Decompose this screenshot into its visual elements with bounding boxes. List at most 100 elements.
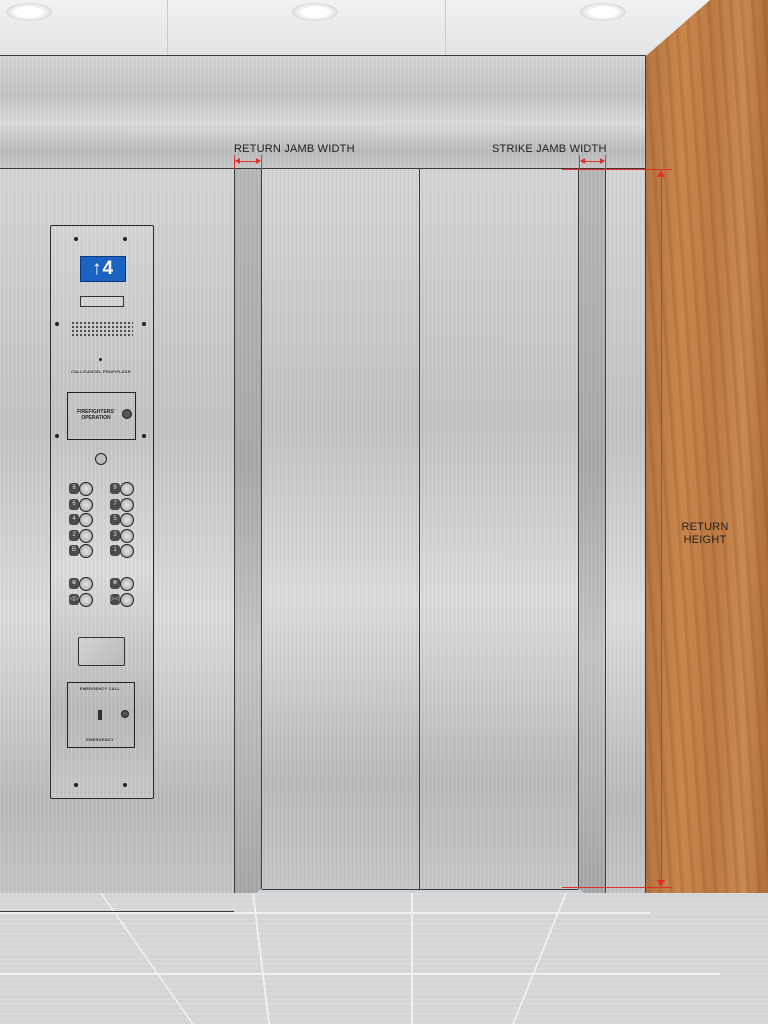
firefighters-label: FIREFIGHTERS' OPERATION bbox=[75, 409, 117, 421]
dimension-tick bbox=[261, 155, 262, 169]
jamb-edge bbox=[261, 169, 262, 889]
dimension-extension bbox=[562, 169, 672, 170]
door-control-button[interactable]: ▷◁ bbox=[110, 592, 136, 607]
push-button-icon bbox=[79, 577, 93, 591]
speaker-grille bbox=[71, 321, 133, 337]
floor-button-label: B bbox=[69, 545, 79, 556]
jamb-edge bbox=[605, 169, 606, 911]
floor-button-label: 8 bbox=[69, 483, 79, 494]
door-control-button[interactable]: ◁▷ bbox=[69, 592, 95, 607]
card-reader[interactable] bbox=[78, 637, 125, 666]
dimension-tick bbox=[579, 155, 580, 169]
door-control-button[interactable]: ⊕ bbox=[69, 577, 95, 591]
jamb-edge bbox=[234, 169, 235, 912]
push-button-icon bbox=[120, 577, 134, 591]
door-control-button-label: ▷◁ bbox=[110, 593, 120, 605]
screw bbox=[142, 434, 146, 438]
floor-button[interactable]: 3 bbox=[110, 528, 136, 543]
screw bbox=[123, 237, 127, 241]
push-button-icon bbox=[120, 528, 134, 543]
return-jamb-width-dimension bbox=[236, 161, 260, 162]
floor-position-display: ↑4 bbox=[80, 256, 126, 282]
door-seam bbox=[419, 169, 420, 889]
screw bbox=[142, 322, 146, 326]
ceiling bbox=[0, 0, 768, 56]
tile-seam bbox=[0, 912, 650, 914]
floor-button[interactable]: 9 bbox=[110, 482, 136, 496]
fire-key-switch[interactable] bbox=[122, 409, 132, 419]
floor-button-label: 1 bbox=[110, 545, 120, 556]
push-button-icon bbox=[79, 528, 93, 543]
floor bbox=[0, 893, 768, 1024]
floor-button[interactable]: 1 bbox=[110, 544, 136, 558]
door-right bbox=[420, 169, 578, 889]
phone-caption: EMERGENCY CALL bbox=[79, 686, 121, 691]
floor-button[interactable]: 6 bbox=[69, 497, 95, 512]
door-control-button[interactable]: ⊗ bbox=[110, 577, 136, 591]
dimension-tick bbox=[605, 155, 606, 169]
strike-jamb-width-dimension bbox=[581, 161, 604, 162]
return-height-label-line1: RETURN bbox=[681, 521, 729, 533]
push-button-icon bbox=[120, 592, 134, 607]
strike-return-wall bbox=[606, 169, 646, 912]
strike-jamb-width-label: STRIKE JAMB WIDTH bbox=[492, 143, 607, 155]
tile-seam bbox=[411, 893, 413, 1024]
floor-button-label: 5 bbox=[110, 514, 120, 525]
push-button-icon bbox=[120, 497, 134, 512]
firefighters-label-line1: FIREFIGHTERS' bbox=[77, 409, 115, 415]
ceiling-edge bbox=[0, 55, 646, 56]
push-button-icon bbox=[79, 497, 93, 512]
floor-button-label: 9 bbox=[110, 483, 120, 494]
wood-side-wall bbox=[646, 0, 768, 1024]
arrow-right-icon bbox=[256, 158, 261, 164]
arrow-up-icon bbox=[657, 170, 665, 177]
screw bbox=[55, 434, 59, 438]
ceiling-light bbox=[6, 3, 52, 21]
return-jamb-width-label: RETURN JAMB WIDTH bbox=[234, 143, 355, 155]
door-edge bbox=[578, 169, 579, 889]
dimension-tick bbox=[234, 155, 235, 169]
firefighters-service-box bbox=[67, 392, 136, 440]
door-control-button-label: ⊕ bbox=[69, 578, 79, 589]
indicator-dot bbox=[99, 358, 102, 361]
call-indicator-icon bbox=[95, 453, 107, 465]
floor-button[interactable]: 4 bbox=[69, 513, 95, 527]
door-control-button-label: ◁▷ bbox=[69, 593, 79, 605]
transom-panel bbox=[0, 56, 646, 168]
screw bbox=[55, 322, 59, 326]
floor-button-label: 3 bbox=[110, 529, 120, 541]
floor-button[interactable]: 2 bbox=[69, 528, 95, 543]
phone-caption-bottom: EMERGENCY bbox=[86, 737, 114, 742]
floor-edge bbox=[0, 911, 234, 912]
ceiling-seam bbox=[167, 0, 168, 56]
emergency-phone-box bbox=[67, 682, 135, 748]
push-button-icon bbox=[120, 482, 134, 496]
floor-button[interactable]: 7 bbox=[110, 497, 136, 512]
push-button-icon bbox=[79, 544, 93, 558]
push-button-icon bbox=[120, 544, 134, 558]
floor-button[interactable]: B bbox=[69, 544, 95, 558]
arrow-down-icon bbox=[657, 880, 665, 887]
floor-button[interactable]: 8 bbox=[69, 482, 95, 496]
door-left bbox=[262, 169, 419, 889]
floor-button[interactable]: 5 bbox=[110, 513, 136, 527]
phone-keyswitch[interactable] bbox=[121, 710, 129, 718]
return-height-dimension bbox=[661, 172, 662, 885]
tile-seam bbox=[0, 973, 720, 975]
ceiling-seam bbox=[445, 0, 446, 56]
ceiling-light bbox=[292, 3, 338, 21]
push-button-icon bbox=[79, 513, 93, 527]
ceiling-light bbox=[580, 3, 626, 21]
panel-caption: CALL/CANCEL PROP/FLASH bbox=[71, 369, 131, 374]
push-button-icon bbox=[79, 592, 93, 607]
floor-button-label: 4 bbox=[69, 514, 79, 525]
floor-button-label: 2 bbox=[69, 529, 79, 541]
return-height-label: RETURN HEIGHT bbox=[672, 521, 738, 547]
floor-button-label: 6 bbox=[69, 498, 79, 510]
screw bbox=[123, 783, 127, 787]
door-control-button-label: ⊗ bbox=[110, 578, 120, 589]
arrow-right-icon bbox=[600, 158, 605, 164]
dimension-extension bbox=[562, 887, 672, 888]
transom-edge bbox=[0, 168, 646, 169]
push-button-icon bbox=[120, 513, 134, 527]
